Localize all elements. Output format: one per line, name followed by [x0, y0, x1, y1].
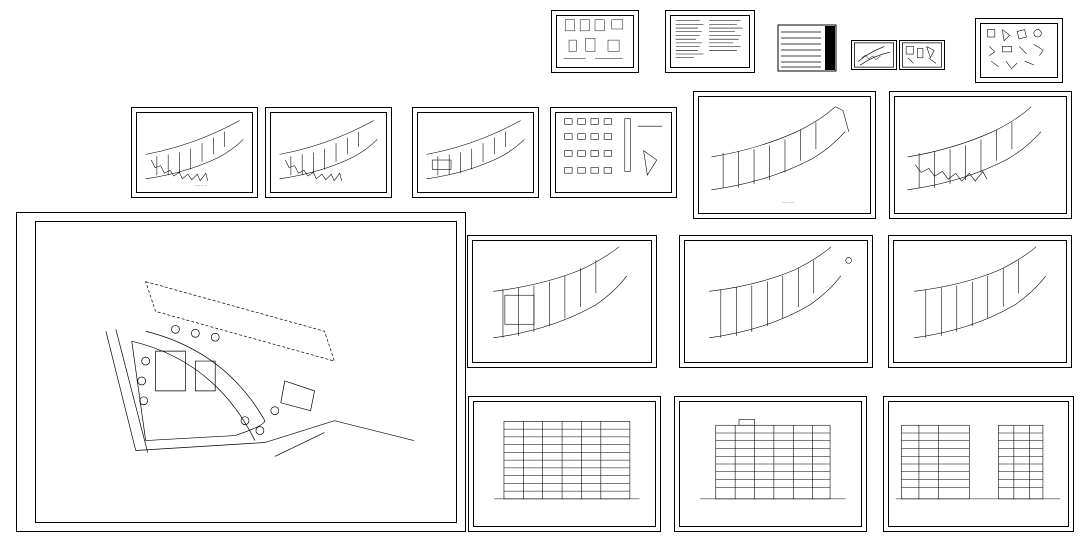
sheet-frame	[555, 112, 672, 193]
elevation-2[interactable]	[674, 396, 867, 532]
plan-7[interactable]	[679, 235, 873, 368]
plan-drawing	[854, 42, 894, 68]
notes-text-lines	[675, 20, 743, 59]
detail-drawings	[564, 118, 663, 176]
sheet-frame	[472, 240, 652, 363]
sheet-frame	[980, 23, 1058, 78]
site-plan[interactable]	[16, 212, 466, 532]
curved-floor-plan	[279, 120, 378, 182]
sheet-frame	[35, 221, 457, 523]
detail-sheet-3[interactable]	[550, 107, 677, 198]
plan-drawing	[902, 42, 942, 68]
plan-6[interactable]	[467, 235, 657, 368]
sheet-frame	[679, 401, 862, 527]
curved-floor-plan	[907, 106, 1042, 191]
notes-sheet[interactable]	[665, 10, 755, 73]
sheet-frame	[894, 96, 1067, 214]
sheet-frame: —— ——	[136, 112, 253, 193]
curved-floor-plan: —— ——	[145, 120, 244, 187]
small-plan-b[interactable]	[899, 40, 945, 70]
plan-4[interactable]: —— ——	[693, 91, 876, 219]
site-plan-drawing	[105, 281, 414, 457]
sheet-frame	[417, 112, 534, 193]
building-elevation	[895, 424, 1061, 500]
elevation-1[interactable]	[468, 396, 661, 532]
sheet-frame	[270, 112, 387, 193]
curved-floor-plan	[493, 246, 628, 339]
building-elevation	[494, 421, 640, 500]
svg-text:—— ——: —— ——	[782, 200, 795, 204]
plan-1[interactable]: —— ——	[131, 107, 258, 198]
legend-sheet[interactable]	[777, 24, 837, 72]
elevation-3[interactable]	[883, 396, 1074, 532]
sheet-frame	[473, 401, 656, 527]
small-plan-a[interactable]	[851, 40, 897, 70]
building-elevation	[700, 419, 846, 500]
sheet-frame	[670, 15, 750, 68]
legend-table	[777, 24, 837, 72]
curved-floor-plan	[914, 246, 1047, 339]
svg-text:—— ——: —— ——	[195, 183, 207, 187]
plan-8[interactable]	[888, 235, 1072, 368]
plan-2[interactable]	[265, 107, 392, 198]
curved-floor-plan	[426, 120, 525, 180]
detail-drawings	[563, 19, 624, 59]
plan-5[interactable]	[889, 91, 1072, 219]
plan-3[interactable]	[412, 107, 539, 198]
curved-floor-plan: —— ——	[711, 106, 850, 204]
detail-sheet-1[interactable]	[551, 10, 639, 73]
sheet-frame	[888, 401, 1069, 527]
curved-floor-plan	[709, 246, 852, 339]
sheet-frame	[556, 15, 634, 68]
detail-sheet-2[interactable]	[975, 18, 1063, 83]
sheet-frame: —— ——	[698, 96, 871, 214]
sheet-frame	[684, 240, 868, 363]
detail-drawings	[987, 28, 1044, 70]
sheet-frame	[893, 240, 1067, 363]
